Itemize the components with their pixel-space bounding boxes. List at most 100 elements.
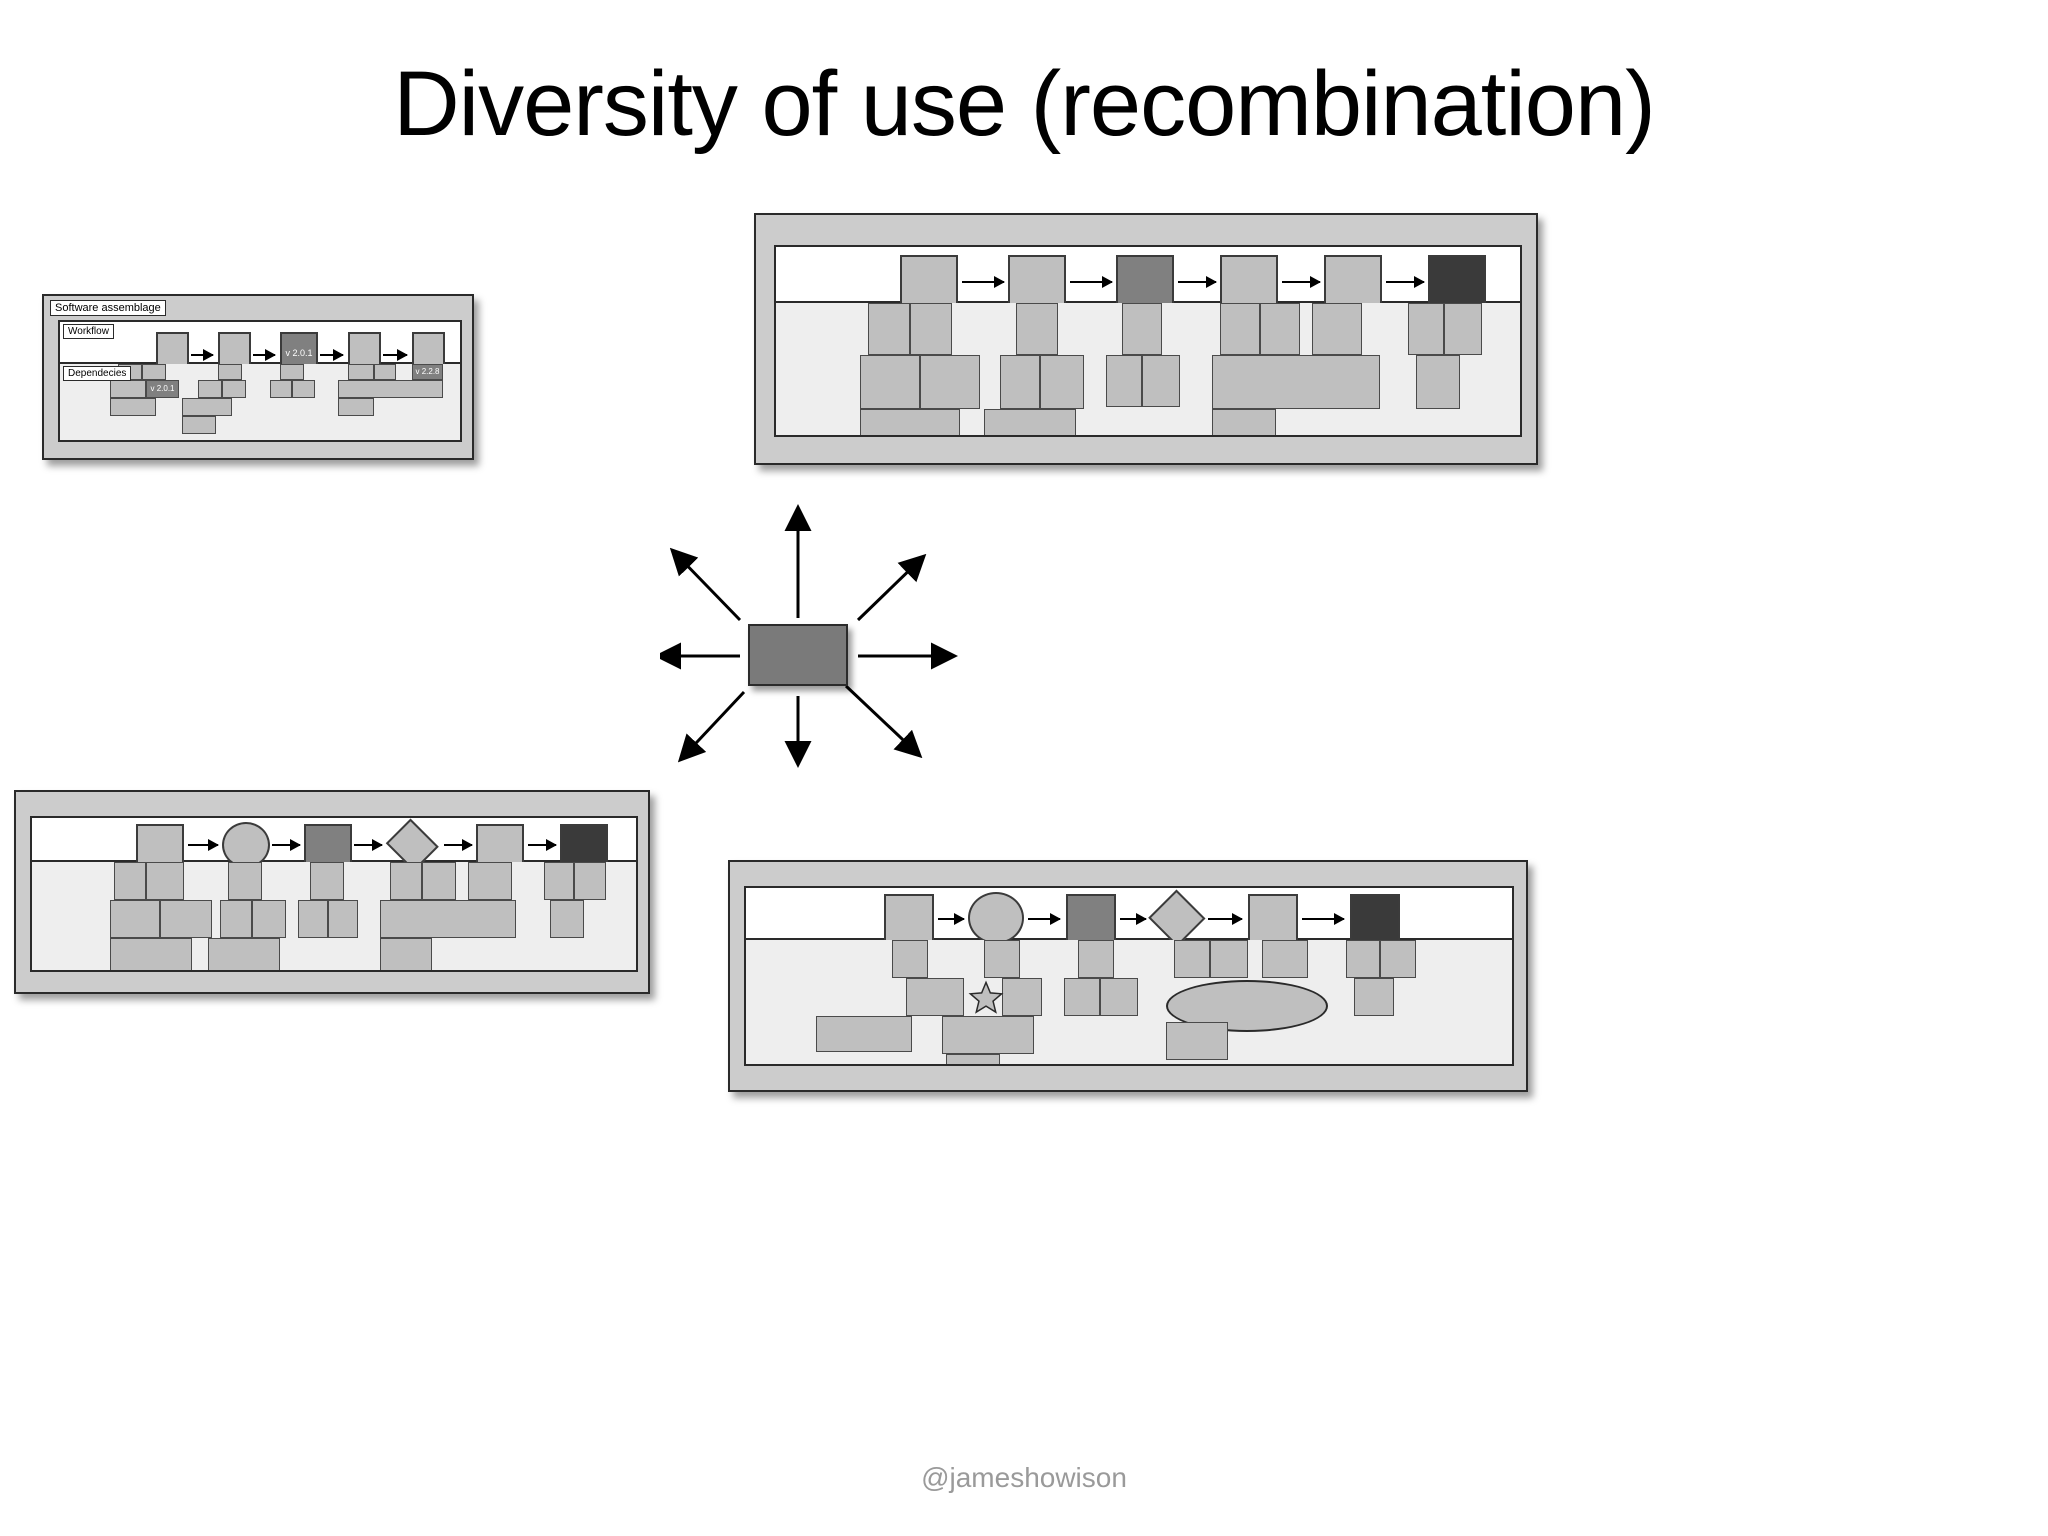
dependency-box[interactable] — [984, 409, 1076, 435]
dependency-box-v228[interactable]: v 2.2.8 — [412, 364, 443, 380]
dependency-box[interactable] — [280, 364, 304, 380]
dependency-box[interactable] — [222, 380, 246, 398]
dependency-box[interactable] — [868, 303, 910, 355]
workflow-node-2-ellipse[interactable] — [968, 892, 1024, 944]
dependency-box[interactable] — [1220, 303, 1260, 355]
dependency-box[interactable] — [946, 1054, 1000, 1064]
dependency-box[interactable] — [110, 398, 156, 416]
workflow-node-5[interactable] — [1324, 255, 1382, 311]
dependency-box[interactable] — [860, 355, 920, 409]
dependency-box[interactable] — [110, 900, 160, 938]
dependency-box[interactable] — [1212, 409, 1276, 435]
dependency-box[interactable] — [1262, 940, 1308, 978]
dependency-box[interactable] — [298, 900, 328, 938]
dependency-box[interactable] — [380, 938, 432, 970]
dependency-box[interactable] — [422, 862, 456, 900]
dependency-box[interactable] — [906, 978, 964, 1016]
dependency-box[interactable] — [1260, 303, 1300, 355]
dependency-box[interactable] — [160, 900, 212, 938]
workflow-node-1[interactable] — [136, 824, 184, 868]
version-label-v201-dep: v 2.0.1 — [150, 384, 175, 393]
dependency-box[interactable] — [338, 398, 374, 416]
dependency-box[interactable] — [146, 862, 184, 900]
dependency-box[interactable] — [348, 364, 374, 380]
assemblage-inner-panel — [774, 245, 1522, 437]
dependency-box[interactable] — [270, 380, 292, 398]
dependency-box[interactable] — [1142, 355, 1180, 407]
dependency-box[interactable] — [1106, 355, 1142, 407]
dependency-box[interactable] — [984, 940, 1020, 978]
dependencies-label: Dependecies — [63, 366, 132, 381]
workflow-label: Workflow — [63, 324, 114, 339]
dependency-box[interactable] — [544, 862, 574, 900]
assemblage-outer-label: Software assemblage — [50, 300, 166, 316]
dependency-box[interactable] — [1174, 940, 1210, 978]
dependency-box[interactable] — [920, 355, 980, 409]
hub-center-box[interactable] — [748, 624, 848, 686]
workflow-arrow-5 — [528, 844, 556, 846]
dependency-box[interactable] — [338, 380, 443, 398]
dependency-box[interactable] — [198, 380, 222, 398]
dependency-box[interactable] — [1166, 1022, 1228, 1060]
dependency-box[interactable] — [110, 380, 146, 398]
dependency-box[interactable] — [1408, 303, 1444, 355]
dependency-box[interactable] — [310, 862, 344, 900]
dependency-box[interactable] — [1346, 940, 1380, 978]
dependency-box[interactable] — [292, 380, 315, 398]
dependency-box[interactable] — [574, 862, 606, 900]
dependency-box[interactable] — [942, 1016, 1034, 1054]
dependency-box[interactable] — [208, 938, 280, 970]
dependency-box[interactable] — [1312, 303, 1362, 355]
dependency-box[interactable] — [1016, 303, 1058, 355]
workflow-node-5[interactable] — [1248, 894, 1298, 944]
assemblage-top-left: Software assemblage Workflow v 2.0.1 Dep… — [42, 294, 474, 460]
workflow-arrow-4 — [1208, 918, 1242, 920]
dependency-box[interactable] — [142, 364, 166, 380]
dependency-box[interactable] — [1210, 940, 1248, 978]
dependency-box[interactable] — [390, 862, 422, 900]
dependency-box[interactable] — [1002, 978, 1042, 1016]
hub-arrow-north-east — [856, 553, 927, 622]
dependency-box[interactable] — [1000, 355, 1040, 409]
dependency-box[interactable] — [1122, 303, 1162, 355]
version-label-v228: v 2.2.8 — [415, 367, 440, 376]
dependency-box[interactable] — [1416, 355, 1460, 409]
dependency-box[interactable] — [114, 862, 146, 900]
dependency-box[interactable] — [1444, 303, 1482, 355]
workflow-node-3[interactable] — [304, 824, 352, 868]
dependency-box[interactable] — [228, 862, 262, 900]
assemblage-inner-panel — [30, 816, 638, 972]
workflow-node-4[interactable] — [1220, 255, 1278, 311]
dependency-box[interactable] — [328, 900, 358, 938]
dependency-box[interactable] — [1078, 940, 1114, 978]
dependency-box[interactable] — [110, 938, 192, 970]
workflow-node-1[interactable] — [900, 255, 958, 311]
dependency-box[interactable] — [220, 900, 252, 938]
dependency-box[interactable] — [468, 862, 512, 900]
dependency-box[interactable] — [1064, 978, 1100, 1016]
workflow-node-3[interactable] — [1116, 255, 1174, 311]
dependency-box[interactable] — [182, 398, 232, 416]
dependency-box[interactable] — [892, 940, 928, 978]
dependency-box[interactable] — [374, 364, 396, 380]
dependency-box[interactable] — [1354, 978, 1394, 1016]
dependency-box[interactable] — [550, 900, 584, 938]
workflow-node-4-diamond[interactable] — [1148, 890, 1206, 946]
workflow-node-1[interactable] — [884, 894, 934, 944]
star-icon — [968, 980, 1004, 1016]
dependency-box[interactable] — [1040, 355, 1084, 409]
dependency-box[interactable] — [380, 900, 516, 938]
dependency-box[interactable] — [1100, 978, 1138, 1016]
dependency-box[interactable] — [1380, 940, 1416, 978]
dependency-box[interactable] — [910, 303, 952, 355]
dependency-box[interactable] — [816, 1016, 912, 1052]
dependency-box[interactable] — [1212, 355, 1380, 409]
dependency-box[interactable] — [218, 364, 242, 380]
workflow-node-6[interactable] — [1350, 894, 1400, 944]
workflow-node-3[interactable] — [1066, 894, 1116, 944]
dependency-box[interactable] — [182, 416, 216, 434]
dependency-box[interactable] — [252, 900, 286, 938]
dependency-box[interactable] — [860, 409, 960, 435]
workflow-node-2-circle[interactable] — [222, 822, 270, 868]
dependency-box-v201[interactable]: v 2.0.1 — [146, 380, 179, 398]
